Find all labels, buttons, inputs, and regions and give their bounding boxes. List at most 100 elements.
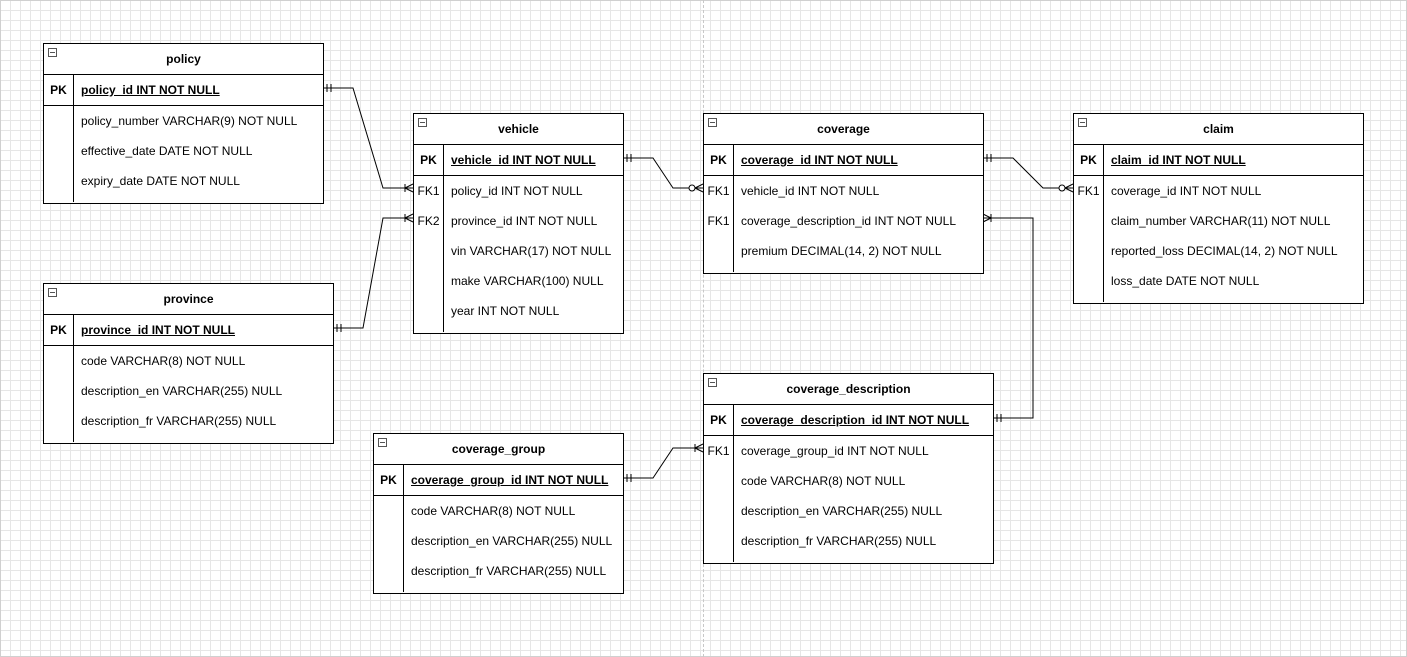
column-row[interactable]: description_en VARCHAR(255) NULL [374,526,623,556]
table-policy[interactable]: policy PK policy_id INT NOT NULL policy_… [43,43,324,204]
table-vehicle[interactable]: vehicle PK vehicle_id INT NOT NULL FK1 p… [413,113,624,334]
table-claim[interactable]: claim PK claim_id INT NOT NULL FK1 cover… [1073,113,1364,304]
field-text: province_id INT NOT NULL [451,214,598,228]
column-row[interactable]: FK1 coverage_id INT NOT NULL [1074,176,1363,206]
key-label [374,556,403,586]
pk-row[interactable]: PK coverage_group_id INT NOT NULL [374,465,623,496]
field-text: description_fr VARCHAR(255) NULL [81,414,277,428]
key-label [374,496,403,526]
pk-row[interactable]: PK province_id INT NOT NULL [44,315,333,346]
column-row[interactable]: expiry_date DATE NOT NULL [44,166,323,196]
pk-row[interactable]: PK coverage_description_id INT NOT NULL [704,405,993,436]
column-row[interactable]: FK1 vehicle_id INT NOT NULL [704,176,983,206]
field-text: coverage_description_id INT NOT NULL [741,214,956,228]
key-label: FK2 [417,214,440,228]
column-row[interactable]: FK1 coverage_description_id INT NOT NULL [704,206,983,236]
column-row[interactable]: code VARCHAR(8) NOT NULL [44,346,333,376]
table-body: code VARCHAR(8) NOT NULL description_en … [374,496,623,592]
key-label: PK [704,145,734,175]
pk-row[interactable]: PK claim_id INT NOT NULL [1074,145,1363,176]
table-body: FK1 coverage_id INT NOT NULL claim_numbe… [1074,176,1363,302]
table-province[interactable]: province PK province_id INT NOT NULL cod… [43,283,334,444]
collapse-icon[interactable] [48,48,57,57]
field-text: policy_id INT NOT NULL [81,83,220,97]
column-row[interactable]: reported_loss DECIMAL(14, 2) NOT NULL [1074,236,1363,266]
column-divider [443,176,444,332]
column-row[interactable]: description_en VARCHAR(255) NULL [704,496,993,526]
collapse-icon[interactable] [418,118,427,127]
collapse-icon[interactable] [1078,118,1087,127]
column-row[interactable]: description_fr VARCHAR(255) NULL [374,556,623,586]
key-label: PK [704,405,734,435]
collapse-icon[interactable] [48,288,57,297]
key-label [374,526,403,556]
table-title: province [163,292,214,306]
key-label: PK [44,75,74,105]
key-label: FK1 [707,444,730,458]
page-break-line [703,0,704,657]
table-coverage-group[interactable]: coverage_group PK coverage_group_id INT … [373,433,624,594]
column-row[interactable]: loss_date DATE NOT NULL [1074,266,1363,296]
table-coverage[interactable]: coverage PK coverage_id INT NOT NULL FK1… [703,113,984,274]
key-label [414,236,443,266]
key-label [44,406,73,436]
column-row[interactable]: FK2 province_id INT NOT NULL [414,206,623,236]
key-label: FK1 [1077,184,1100,198]
field-text: description_en VARCHAR(255) NULL [81,384,283,398]
column-row[interactable]: premium DECIMAL(14, 2) NOT NULL [704,236,983,266]
field-text: description_en VARCHAR(255) NULL [411,534,613,548]
column-row[interactable]: effective_date DATE NOT NULL [44,136,323,166]
field-text: coverage_id INT NOT NULL [741,153,898,167]
field-text: policy_id INT NOT NULL [451,184,583,198]
key-label [44,136,73,166]
field-text: effective_date DATE NOT NULL [81,144,253,158]
key-label [44,376,73,406]
table-header: coverage [704,114,983,145]
field-text: premium DECIMAL(14, 2) NOT NULL [741,244,942,258]
column-row[interactable]: description_fr VARCHAR(255) NULL [704,526,993,556]
column-row[interactable]: make VARCHAR(100) NULL [414,266,623,296]
table-title: coverage_description [786,382,911,396]
column-row[interactable]: code VARCHAR(8) NOT NULL [704,466,993,496]
column-row[interactable]: description_en VARCHAR(255) NULL [44,376,333,406]
table-coverage-description[interactable]: coverage_description PK coverage_descrip… [703,373,994,564]
field-text: province_id INT NOT NULL [81,323,236,337]
collapse-icon[interactable] [708,118,717,127]
collapse-icon[interactable] [708,378,717,387]
rel-coverage-description-coverage [983,217,1034,419]
field-text: vin VARCHAR(17) NOT NULL [451,244,612,258]
key-label [1074,266,1103,296]
column-row[interactable]: year INT NOT NULL [414,296,623,326]
field-text: vehicle_id INT NOT NULL [741,184,880,198]
pk-row[interactable]: PK vehicle_id INT NOT NULL [414,145,623,176]
key-label [704,466,733,496]
column-row[interactable]: description_fr VARCHAR(255) NULL [44,406,333,436]
field-text: coverage_id INT NOT NULL [1111,184,1262,198]
key-label [414,266,443,296]
pk-row[interactable]: PK policy_id INT NOT NULL [44,75,323,106]
collapse-icon[interactable] [378,438,387,447]
pk-row[interactable]: PK coverage_id INT NOT NULL [704,145,983,176]
key-label: PK [374,465,404,495]
rel-coverage-claim [983,157,1073,189]
rel-vehicle-coverage [623,157,703,189]
column-divider [403,496,404,592]
column-row[interactable]: code VARCHAR(8) NOT NULL [374,496,623,526]
field-text: claim_number VARCHAR(11) NOT NULL [1111,214,1331,228]
key-label: PK [414,145,444,175]
column-row[interactable]: vin VARCHAR(17) NOT NULL [414,236,623,266]
field-text: code VARCHAR(8) NOT NULL [81,354,246,368]
column-row[interactable]: FK1 coverage_group_id INT NOT NULL [704,436,993,466]
column-row[interactable]: FK1 policy_id INT NOT NULL [414,176,623,206]
key-label [1074,236,1103,266]
table-title: coverage [817,122,870,136]
table-body: FK1 policy_id INT NOT NULL FK2 province_… [414,176,623,332]
field-text: claim_id INT NOT NULL [1111,153,1246,167]
column-row[interactable]: policy_number VARCHAR(9) NOT NULL [44,106,323,136]
column-row[interactable]: claim_number VARCHAR(11) NOT NULL [1074,206,1363,236]
key-label: FK1 [417,184,440,198]
column-divider [733,436,734,562]
key-label [704,526,733,556]
